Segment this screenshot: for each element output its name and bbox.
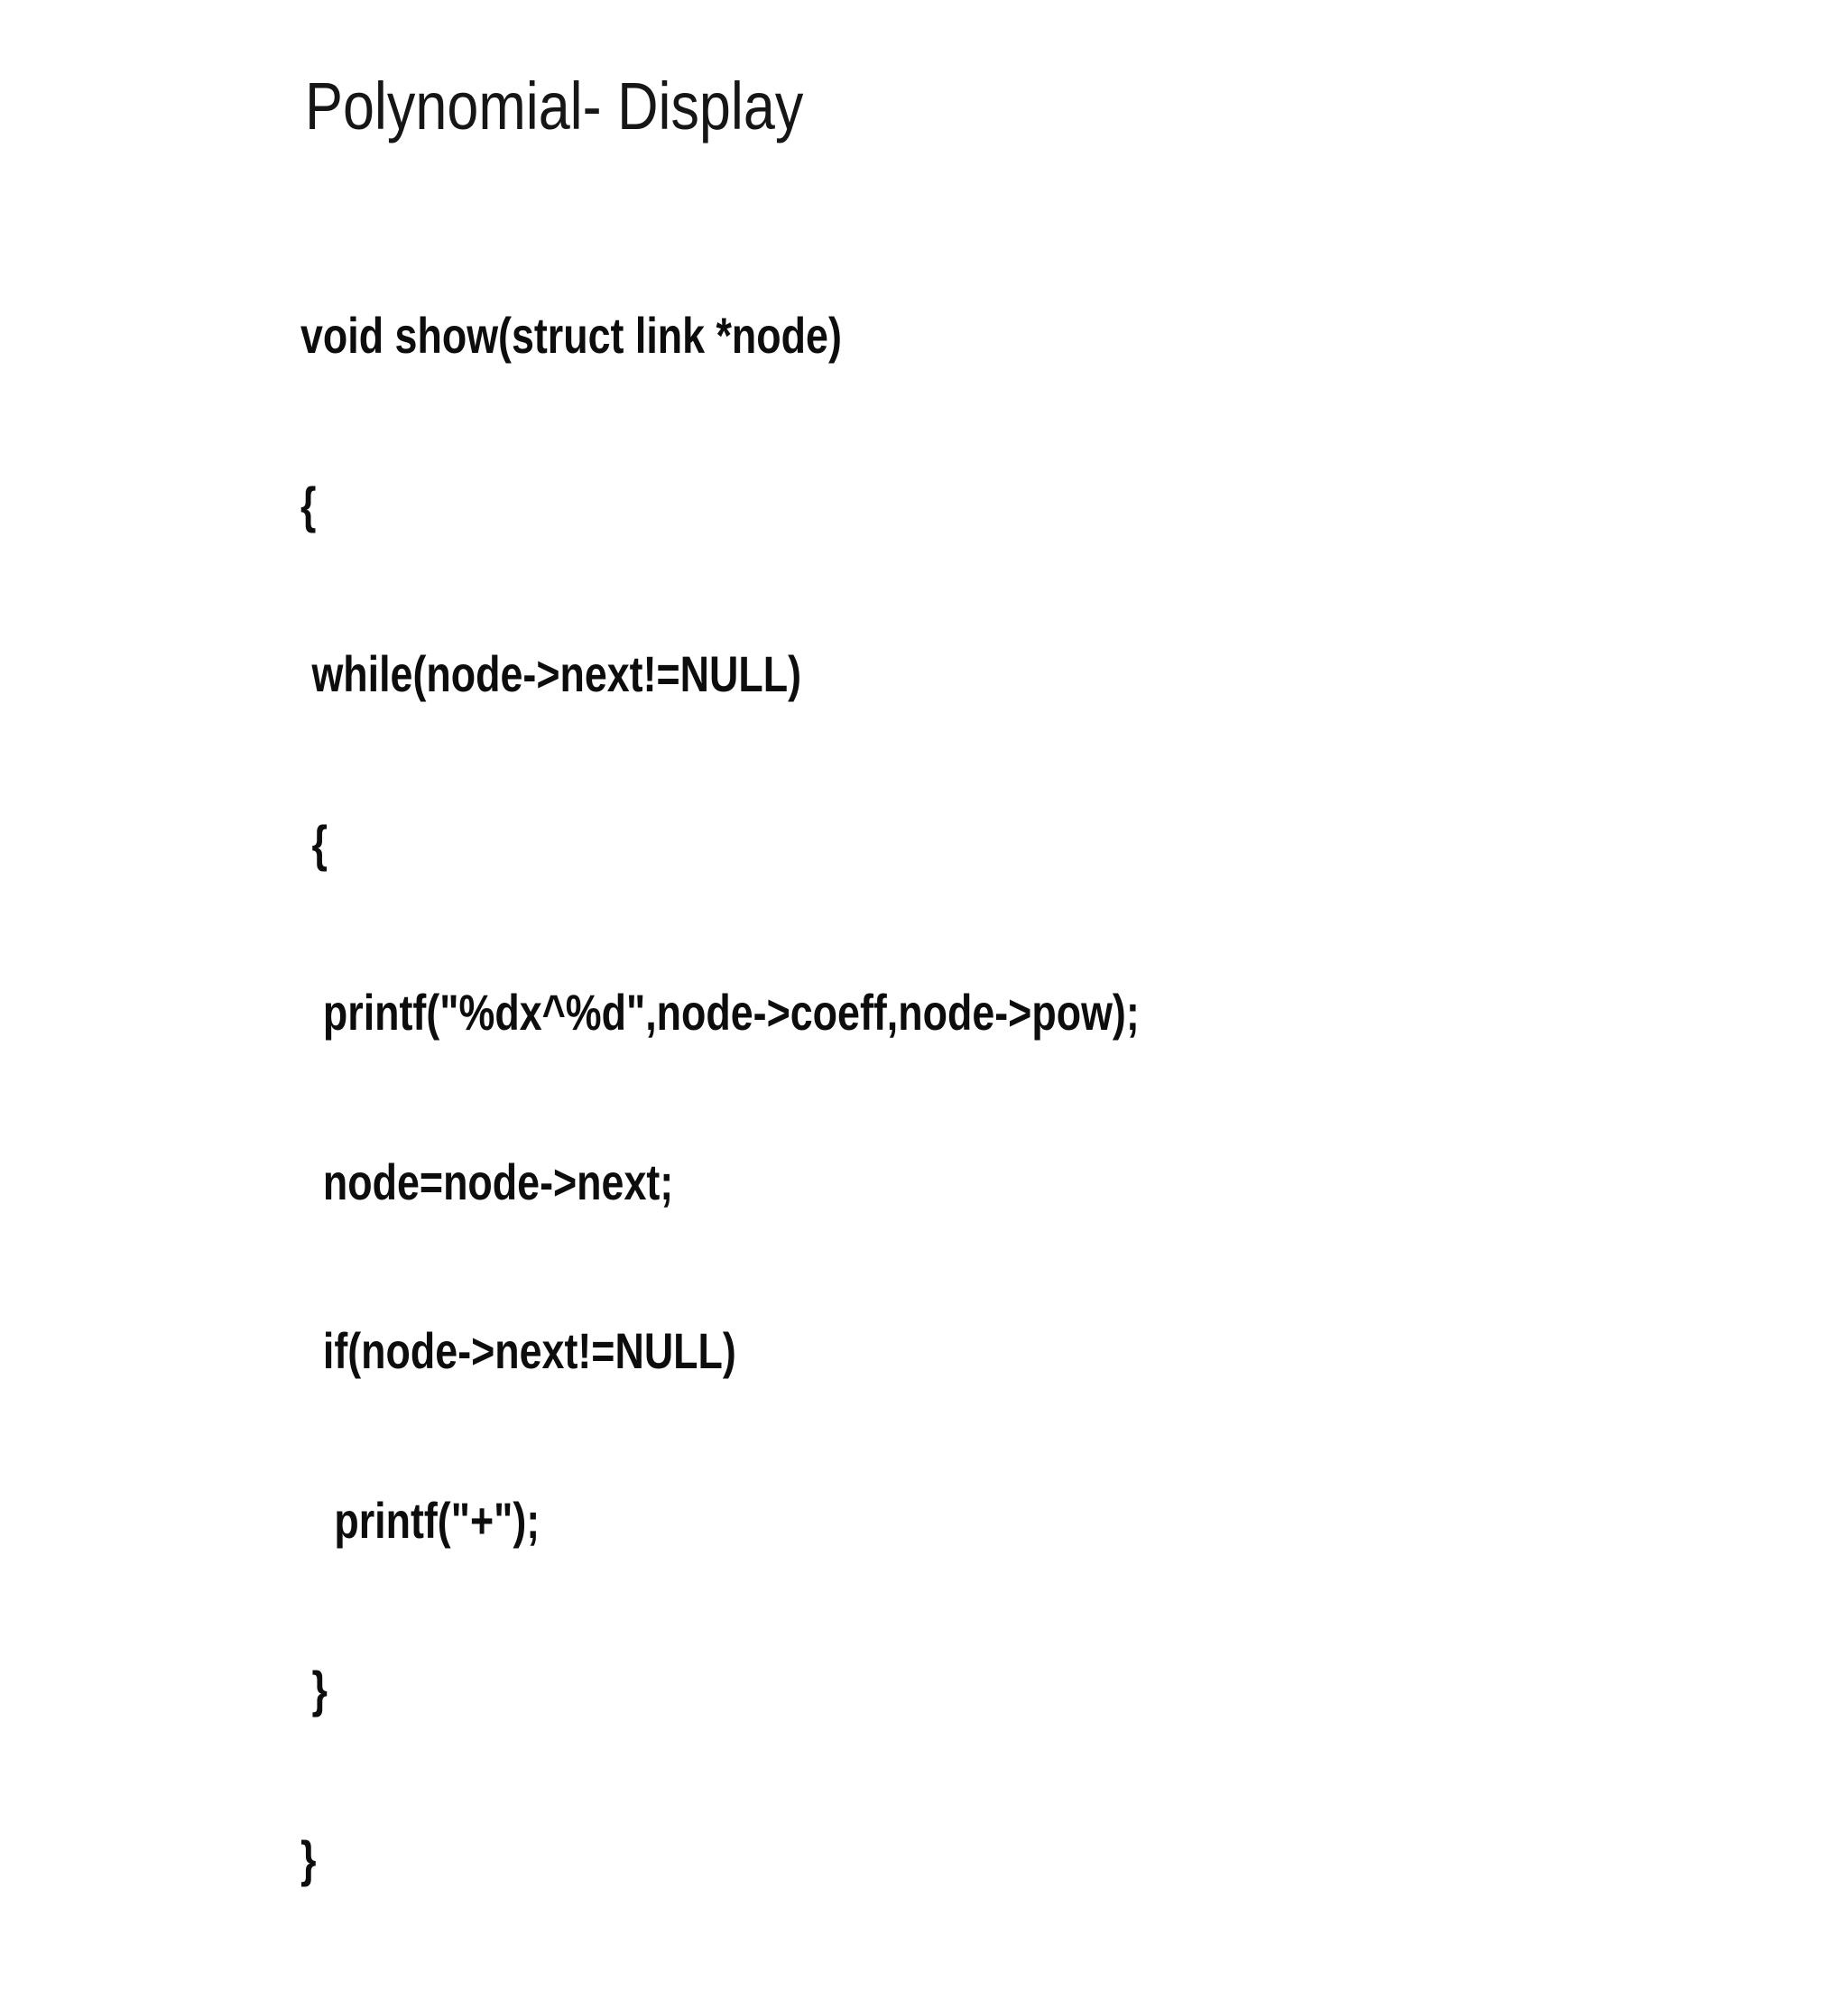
code-line: } xyxy=(300,1661,328,1718)
code-line: } xyxy=(300,1829,317,1887)
code-line: while(node->next!=NULL) xyxy=(300,645,802,702)
slide-title: Polynomial- Display xyxy=(305,69,804,144)
code-line: if(node->next!=NULL) xyxy=(300,1322,736,1379)
code-line: node=node->next; xyxy=(300,1153,674,1210)
code-line: printf("%dx^%d",node->coeff,node->pow); xyxy=(300,984,1140,1041)
code-line: { xyxy=(300,476,317,533)
code-line: { xyxy=(300,814,328,872)
code-block: void show(struct link *node) { while(nod… xyxy=(300,195,1140,2000)
code-line: printf("+"); xyxy=(300,1491,541,1549)
slide-canvas: Polynomial- Display void show(struct lin… xyxy=(300,69,1140,1887)
code-line: void show(struct link *node) xyxy=(300,307,842,364)
